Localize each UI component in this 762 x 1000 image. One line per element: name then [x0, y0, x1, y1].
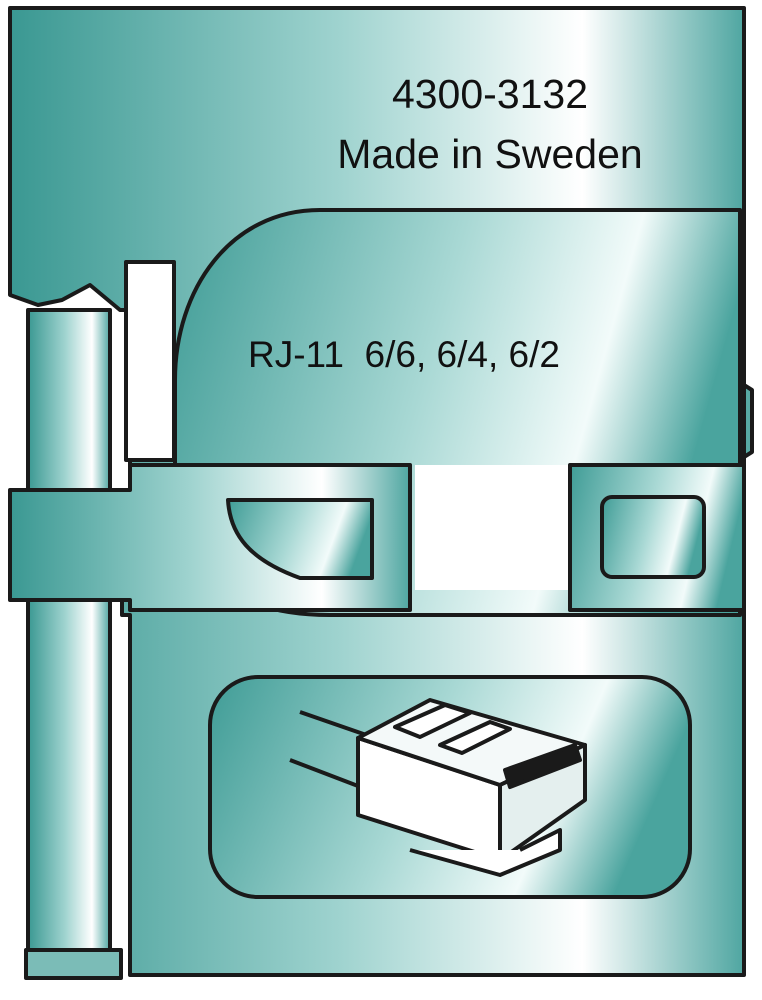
latch-slot	[438, 720, 512, 755]
side-tab	[742, 383, 754, 459]
base-foot	[24, 948, 123, 980]
left-bar	[26, 308, 112, 962]
cable-line	[289, 758, 359, 788]
rj11-connector-icon	[289, 698, 587, 877]
latch-slot	[393, 703, 472, 739]
right-window	[600, 495, 706, 579]
bottom-clip	[409, 828, 562, 877]
left-window	[226, 498, 374, 580]
left-notch	[124, 260, 176, 462]
contacts	[503, 743, 582, 789]
connector-spec: RJ-11 6/6, 6/4, 6/2	[248, 334, 560, 375]
origin-label: Made in Sweden	[337, 131, 643, 177]
part-number: 4300-3132	[391, 71, 589, 117]
channel	[415, 465, 570, 590]
